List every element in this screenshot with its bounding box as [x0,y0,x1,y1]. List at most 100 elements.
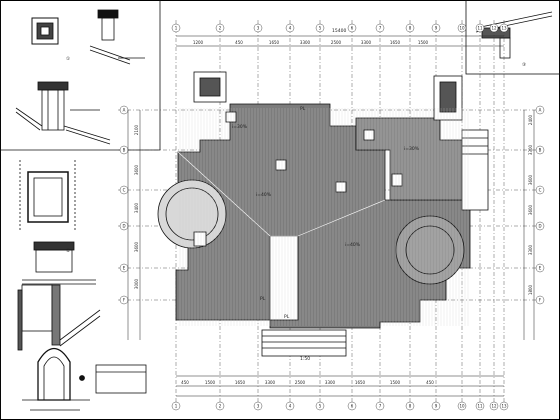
axis-label-top: 6 [351,26,354,31]
axis-label-top: 10 [459,26,465,31]
axis-bubble [315,401,325,411]
dim-value: 3300 [528,144,533,155]
axis-label-top: 4 [289,26,292,31]
dimension-lines [127,35,535,397]
dim-value: 2100 [134,124,139,135]
axis-label-top: 1 [175,404,178,409]
axis-label-top: 7 [379,26,382,31]
axis-bubble [405,23,415,33]
axis-label-left: A [539,108,542,113]
dim-value: 3600 [134,241,139,252]
dim-value: 3300 [265,380,276,385]
text-layer: ① ② ③ 15400 i=40% i=40% i=30% i=30% PL P… [66,28,526,362]
callout-2: ② [66,248,70,254]
axis-bubble [315,23,325,33]
axis-bubble [171,23,181,33]
dim-value: 1500 [390,380,401,385]
axis-label-top: 8 [409,26,412,31]
axis-bubble [405,401,415,411]
axis-label-top: 1 [175,26,178,31]
dim-value: 1500 [205,380,216,385]
note-0: i=40% [256,192,272,198]
axis-bubble [475,401,485,411]
axis-label-top: 5 [319,404,322,409]
dim-value: 450 [426,380,434,385]
axis-label-left: B [539,148,542,153]
axis-label-left: F [539,298,542,303]
axis-label-left: F [123,298,126,303]
axis-label-top: 4 [289,404,292,409]
axis-bubble [253,23,263,33]
axis-bubble [457,401,467,411]
axis-bubble [489,401,499,411]
axis-bubble [499,23,509,33]
dim-value: 1200 [193,40,204,45]
roof-hatching [179,108,469,326]
axis-bubble [457,23,467,33]
callout-3: ③ [522,62,526,68]
axis-bubble [535,221,545,231]
note-2: i=30% [232,124,248,130]
dim-value: 3600 [134,164,139,175]
main-roof [157,71,489,357]
axis-label-top: 2 [219,404,222,409]
axis-label-top: 2 [219,26,222,31]
axis-bubble [535,185,545,195]
dim-value: 3600 [528,204,533,215]
dim-value: 3000 [134,278,139,289]
dim-value: 1500 [418,40,429,45]
axis-label-top: 9 [435,26,438,31]
small-text-2: PL [300,106,306,112]
dim-value: 450 [181,380,189,385]
axis-bubble [475,23,485,33]
axis-label-top: 7 [379,404,382,409]
axis-label-left: E [539,266,542,271]
dim-value: 3300 [325,380,336,385]
dim-value: 2400 [528,114,533,125]
note-3: i=30% [404,146,420,152]
axis-bubble [535,295,545,305]
small-text-1: PL [284,314,290,320]
axis-bubble [215,401,225,411]
dim-value: 1650 [235,380,246,385]
dim-value: 2500 [295,380,306,385]
axis-bubble [285,23,295,33]
axis-bubble [489,23,499,33]
dim-value: 3400 [134,202,139,213]
axis-label-left: D [122,224,125,229]
axis-label-left: C [539,188,542,193]
axis-bubble [499,401,509,411]
axis-bubble [431,23,441,33]
dim-value: 2500 [331,40,342,45]
axis-bubble [535,145,545,155]
axis-label-top: 13 [501,26,507,31]
note-1: i=40% [345,242,361,248]
axis-bubble [431,401,441,411]
axis-bubble [375,401,385,411]
dim-value: 1650 [355,380,366,385]
axis-label-left: A [123,108,126,113]
axis-label-left: E [123,266,126,271]
dim-value: 1650 [390,40,401,45]
dimension-text: 1200 450 1650 3300 2500 3300 1650 1500 450 1500 16… [134,40,533,385]
axis-bubble [285,401,295,411]
callout-1: ① [66,56,70,62]
axis-label-top: 12 [491,26,497,31]
axis-bubble [347,401,357,411]
overall-dim: 15400 [332,28,346,34]
axis-bubble [215,23,225,33]
axis-label-top: 3 [257,404,260,409]
axis-label-top: 9 [435,404,438,409]
dim-value: 3300 [528,244,533,255]
axis-bubble [253,401,263,411]
axis-label-top: 3 [257,26,260,31]
small-text-0: PL [260,296,266,302]
dim-value: 3300 [300,40,311,45]
axis-bubble [375,23,385,33]
top-right-detail [465,0,560,75]
small-text-3: 1:50 [300,356,310,362]
dim-value: 3600 [528,174,533,185]
axis-bubble [535,105,545,115]
